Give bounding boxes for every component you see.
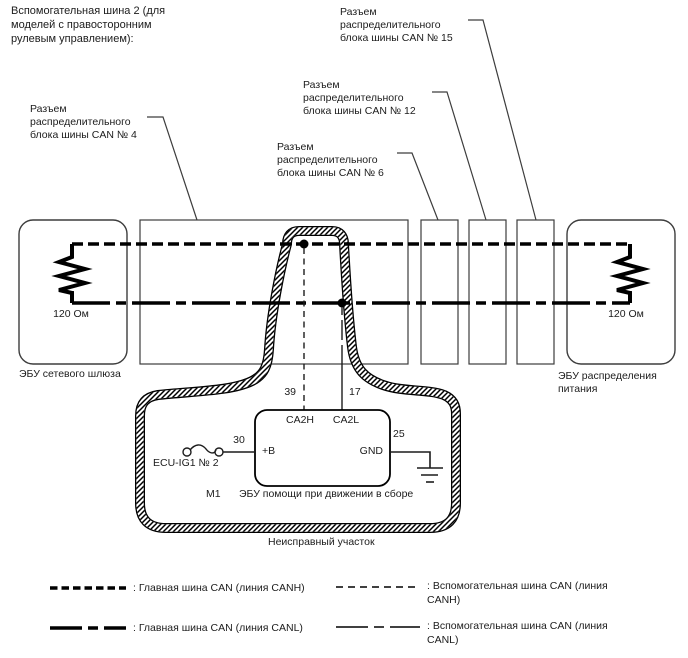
canh-junction-dot	[299, 239, 309, 249]
gateway-ecu-box	[18, 219, 128, 365]
page-title: Вспомогательная шина 2 (для моделей с пр…	[11, 5, 166, 45]
left-resistor-value: 120 Ом	[53, 308, 89, 320]
callout-lines	[147, 19, 537, 221]
can-junction-connector-6-box	[420, 219, 459, 365]
pin-number-17: 17	[349, 386, 361, 398]
assist-ecu-box	[254, 409, 391, 487]
legend-samples	[50, 586, 420, 630]
can-junction-connector-12-box	[468, 219, 507, 365]
can-junction-connector-4-box	[139, 219, 409, 365]
label-ecu-code-m1: M1	[206, 488, 221, 500]
ground-icon	[390, 451, 443, 483]
legend-label-aux-canh: : Вспомогательная шина CAN (линия CANH)	[427, 580, 608, 606]
pin-label-gnd: GND	[359, 445, 383, 457]
label-connector-can6: Разъем распределительного блока шины CAN…	[277, 141, 384, 179]
label-power-distribution-ecu: ЭБУ распределения питания	[558, 370, 657, 395]
pin-number-30: 30	[233, 434, 245, 446]
pin-label-b-plus: +B	[262, 445, 276, 457]
label-connector-can12: Разъем распределительного блока шины CAN…	[303, 79, 416, 117]
label-assist-ecu-name: ЭБУ помощи при движении в сборе	[239, 488, 414, 500]
callout-can15	[468, 19, 537, 221]
can-junction-connector-15-box	[516, 219, 555, 365]
label-fuse-ecu-ig1: ECU-IG1 № 2	[153, 457, 219, 469]
callout-can12	[432, 91, 487, 221]
pin-label-ca2l: CA2L	[332, 414, 360, 426]
canl-junction-dot	[337, 298, 347, 308]
label-connector-can15: Разъем распределительного блока шины CAN…	[340, 6, 453, 44]
power-distribution-ecu-box	[566, 219, 676, 365]
main-bus-canh-line	[70, 242, 632, 257]
legend-label-main-canh: : Главная шина CAN (линия CANH)	[133, 582, 305, 594]
pin-label-ca2h: CA2H	[285, 414, 314, 426]
callout-can6	[397, 152, 439, 221]
callout-can4	[147, 116, 198, 221]
fuse-icon	[182, 444, 255, 457]
pin-number-25: 25	[393, 428, 405, 440]
legend-label-aux-canl: : Вспомогательная шина CAN (линия CANL)	[427, 620, 608, 646]
left-resistor-icon	[51, 244, 93, 303]
legend-label-main-canl: : Главная шина CAN (линия CANL)	[133, 622, 303, 634]
right-resistor-icon	[609, 244, 651, 303]
pin-number-39: 39	[284, 386, 296, 398]
label-gateway-ecu: ЭБУ сетевого шлюза	[19, 368, 121, 380]
label-trouble-area: Неисправный участок	[268, 536, 375, 548]
label-connector-can4: Разъем распределительного блока шины CAN…	[30, 103, 137, 141]
right-resistor-value: 120 Ом	[608, 308, 644, 320]
